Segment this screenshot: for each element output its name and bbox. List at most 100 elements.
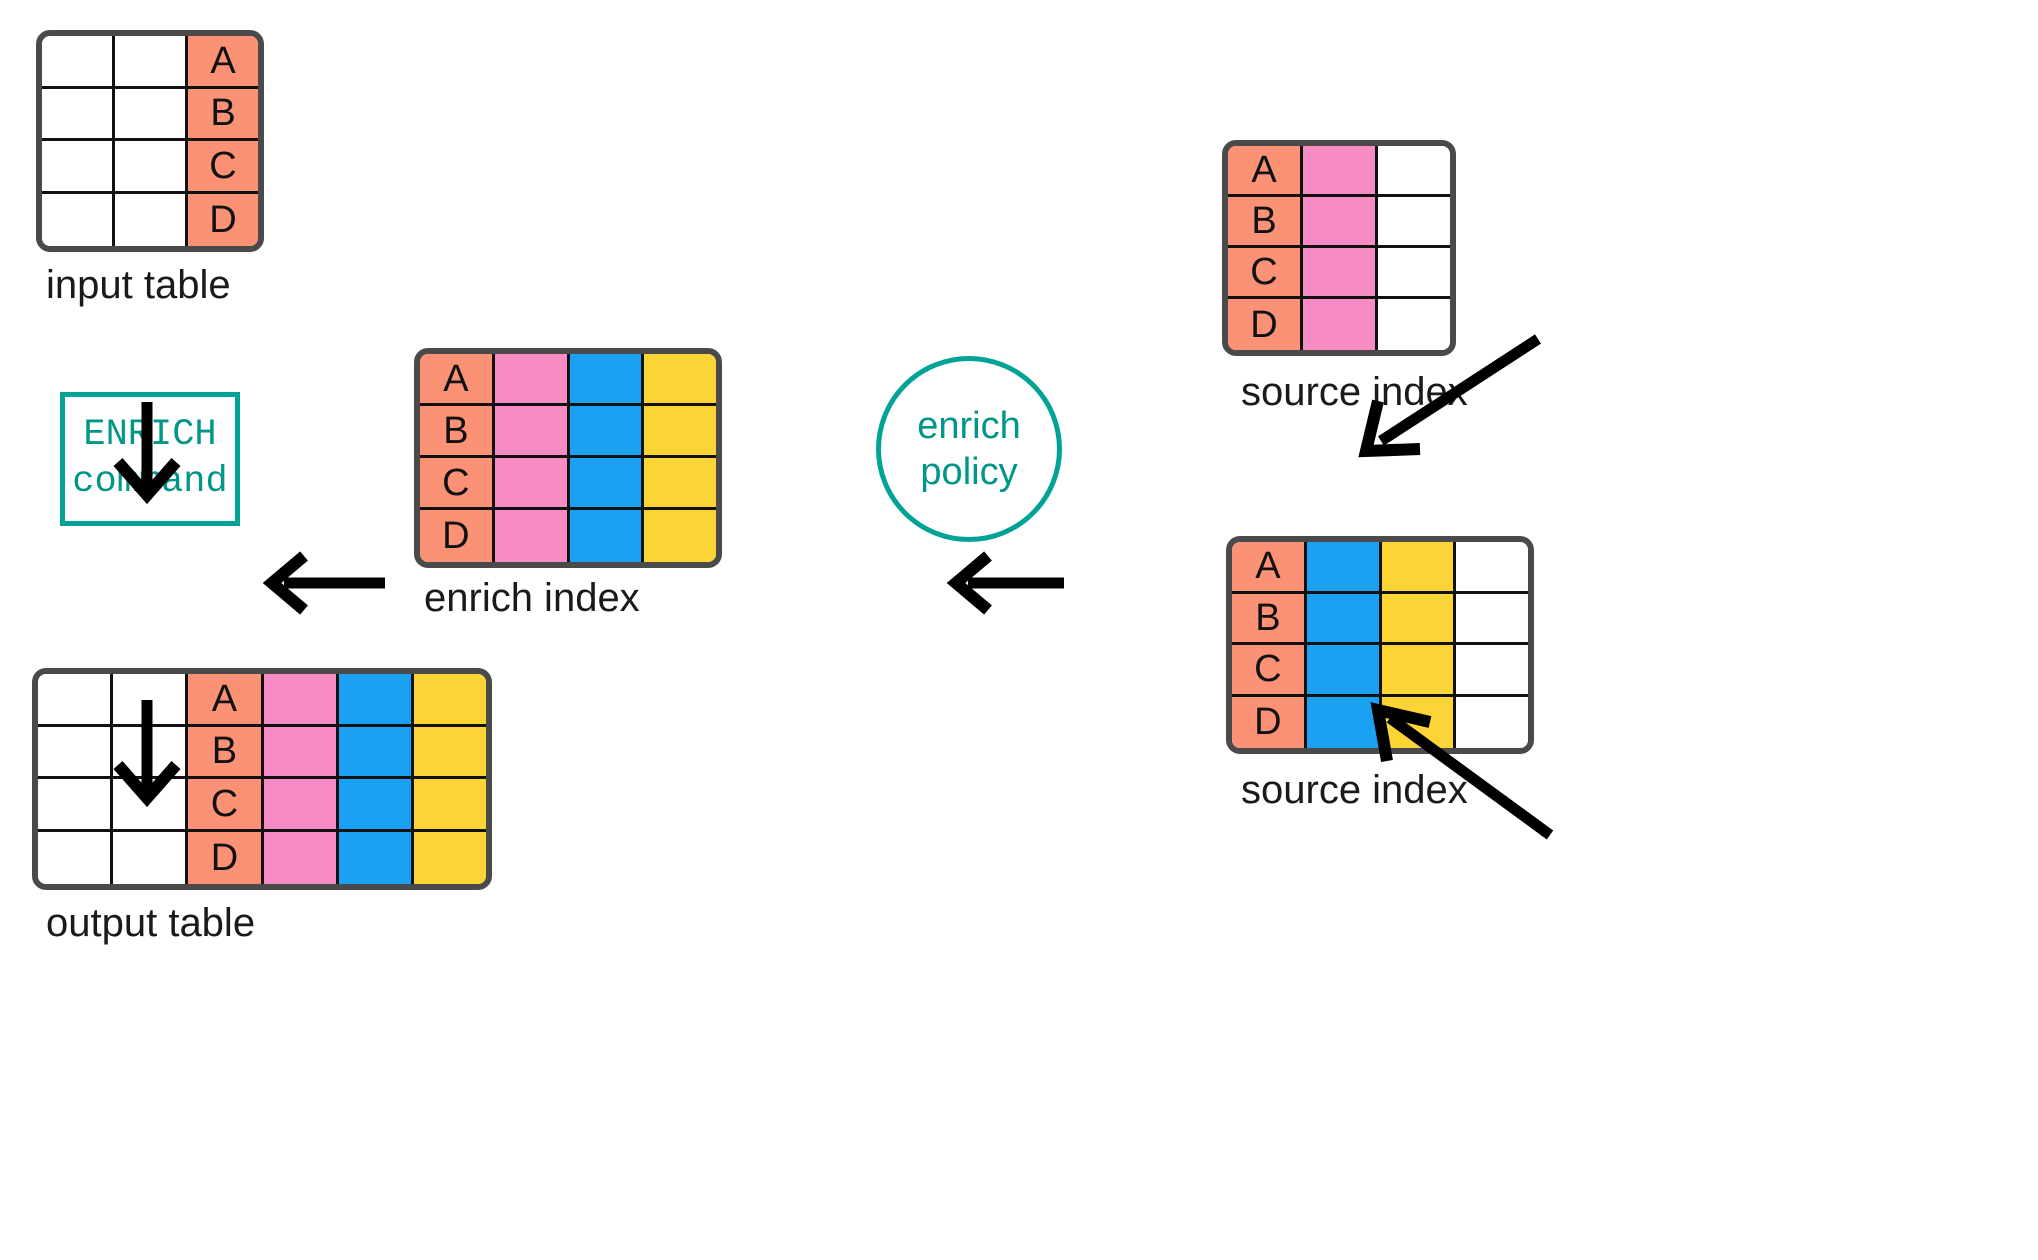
output-table-caption: output table bbox=[46, 901, 256, 945]
cell-r0c3 bbox=[644, 354, 716, 406]
cell-r1c2 bbox=[569, 406, 645, 458]
enrich-policy-circle: enrich policy bbox=[876, 356, 1062, 542]
cell-r2c3 bbox=[263, 779, 339, 832]
cell-r3c4 bbox=[338, 831, 414, 884]
cell-r3c0: D bbox=[420, 510, 495, 562]
input-table: A B C D bbox=[36, 30, 264, 252]
cell-r0c2 bbox=[1378, 146, 1450, 197]
enrich-command-box: ENRICH command bbox=[60, 392, 240, 526]
cell-r0c2: A bbox=[188, 36, 258, 89]
cell-r3c1 bbox=[1303, 299, 1378, 350]
cell-r1c1 bbox=[115, 88, 188, 141]
cell-r2c3 bbox=[644, 458, 716, 510]
cell-r0c3 bbox=[263, 674, 339, 727]
cell-r1c2: B bbox=[188, 88, 258, 141]
table-row: B bbox=[42, 88, 258, 141]
source-index-bottom-caption: source index bbox=[1241, 768, 1468, 812]
cell-r3c1 bbox=[115, 193, 188, 246]
source-index-bottom-table: A B C D bbox=[1226, 536, 1534, 754]
cell-r0c1 bbox=[1306, 542, 1382, 594]
cell-r0c2 bbox=[1381, 542, 1457, 594]
cell-r1c0 bbox=[38, 726, 114, 779]
cell-r1c4 bbox=[338, 726, 414, 779]
enrich-policy-line-2: policy bbox=[920, 451, 1018, 493]
table-row: B bbox=[38, 726, 486, 779]
table-row: D bbox=[420, 510, 716, 562]
cell-r1c2: B bbox=[188, 726, 264, 779]
cell-r3c1 bbox=[113, 831, 189, 884]
cell-r1c3 bbox=[644, 406, 716, 458]
table-row: B bbox=[1228, 197, 1450, 248]
cell-r0c0 bbox=[38, 674, 114, 727]
table-row: C bbox=[42, 141, 258, 194]
cell-r3c5 bbox=[413, 831, 486, 884]
cell-r0c0 bbox=[42, 36, 115, 89]
output-table: A B C D bbox=[32, 668, 492, 890]
table-row: D bbox=[1232, 696, 1528, 748]
enrich-index-caption: enrich index bbox=[424, 576, 640, 620]
cell-r1c0: B bbox=[1232, 593, 1307, 645]
table-row: A bbox=[42, 36, 258, 89]
cell-r0c1 bbox=[115, 36, 188, 89]
cell-r1c3 bbox=[263, 726, 339, 779]
table-row: A bbox=[420, 354, 716, 406]
cell-r2c1 bbox=[494, 458, 570, 510]
cell-r3c2 bbox=[1381, 696, 1457, 748]
cell-r0c1 bbox=[113, 674, 189, 727]
cell-r0c0: A bbox=[420, 354, 495, 406]
cell-r1c1 bbox=[494, 406, 570, 458]
cell-r3c0: D bbox=[1228, 299, 1303, 350]
table-row: A bbox=[1232, 542, 1528, 594]
cell-r2c4 bbox=[338, 779, 414, 832]
table-row: B bbox=[1232, 593, 1528, 645]
cell-r3c3 bbox=[1456, 696, 1528, 748]
cell-r0c5 bbox=[413, 674, 486, 727]
cell-r0c0: A bbox=[1232, 542, 1307, 594]
source-index-top-caption: source index bbox=[1241, 370, 1468, 414]
table-row: B bbox=[420, 406, 716, 458]
cell-r1c2 bbox=[1378, 197, 1450, 248]
cell-r2c2 bbox=[1381, 645, 1457, 697]
cell-r1c0: B bbox=[1228, 197, 1303, 248]
cell-r1c1 bbox=[1303, 197, 1378, 248]
cell-r0c0: A bbox=[1228, 146, 1303, 197]
table-row: D bbox=[38, 831, 486, 884]
cell-r2c0: C bbox=[1228, 248, 1303, 299]
arrow-enrich-index-to-enrich-command bbox=[262, 551, 385, 615]
table-row: A bbox=[1228, 146, 1450, 197]
enrich-command-line-2: command bbox=[72, 461, 228, 503]
table-row: C bbox=[420, 458, 716, 510]
cell-r1c0: B bbox=[420, 406, 495, 458]
cell-r2c0 bbox=[38, 779, 114, 832]
table-row: D bbox=[1228, 299, 1450, 350]
cell-r2c1 bbox=[113, 779, 189, 832]
cell-r2c0 bbox=[42, 141, 115, 194]
cell-r0c4 bbox=[338, 674, 414, 727]
cell-r3c3 bbox=[263, 831, 339, 884]
cell-r2c1 bbox=[1303, 248, 1378, 299]
cell-r3c0 bbox=[42, 193, 115, 246]
cell-r3c2: D bbox=[188, 831, 264, 884]
cell-r3c1 bbox=[1306, 696, 1382, 748]
cell-r3c1 bbox=[494, 510, 570, 562]
cell-r1c5 bbox=[413, 726, 486, 779]
cell-r2c0: C bbox=[420, 458, 495, 510]
cell-r2c2 bbox=[569, 458, 645, 510]
table-row: C bbox=[1228, 248, 1450, 299]
arrow-enrich-policy-to-enrich-index bbox=[946, 551, 1064, 615]
input-table-caption: input table bbox=[46, 263, 231, 307]
cell-r1c2 bbox=[1381, 593, 1457, 645]
cell-r3c0 bbox=[38, 831, 114, 884]
enrich-index-table: A B C D bbox=[414, 348, 722, 568]
cell-r1c0 bbox=[42, 88, 115, 141]
source-index-top-table: A B C D bbox=[1222, 140, 1456, 356]
cell-r0c1 bbox=[494, 354, 570, 406]
cell-r3c3 bbox=[644, 510, 716, 562]
cell-r2c2: C bbox=[188, 141, 258, 194]
cell-r2c0: C bbox=[1232, 645, 1307, 697]
cell-r3c2 bbox=[1378, 299, 1450, 350]
cell-r3c2 bbox=[569, 510, 645, 562]
table-row: C bbox=[1232, 645, 1528, 697]
